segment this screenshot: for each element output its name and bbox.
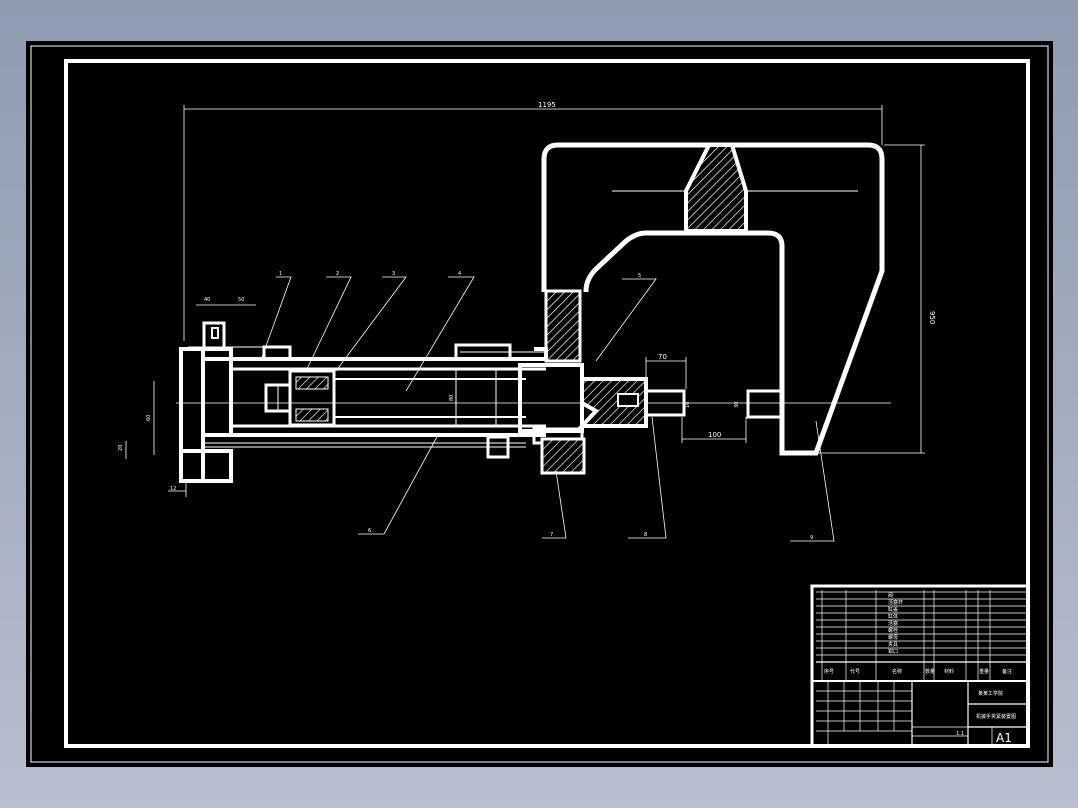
dim-small-8: 80 <box>449 395 455 401</box>
part-list-item: 缸体 <box>888 613 898 620</box>
drawing-sheet: 1195 950 100 70 40 50 60 20 12 16 30 80 … <box>26 41 1053 767</box>
dim-small-4: 20 <box>118 445 124 451</box>
part-label-6: 6 <box>368 528 371 534</box>
part-list-item: 缸盖 <box>888 606 898 613</box>
leader-lines <box>261 276 835 542</box>
dim-height: 950 <box>928 311 936 324</box>
header-cell: 名称 <box>892 668 902 675</box>
part-label-7: 7 <box>550 532 553 538</box>
part-list: 阀 活塞杆 缸盖 缸体 活塞 螺栓 螺母 夹具 钳口 <box>888 592 903 655</box>
school-name: 某某工学院 <box>978 690 1003 697</box>
part-label-2: 2 <box>336 271 339 277</box>
inner-frame <box>64 59 1030 748</box>
part-list-item: 螺母 <box>888 634 898 641</box>
sheet-size: A1 <box>996 731 1012 745</box>
part-list-item: 活塞 <box>888 620 898 627</box>
header-cell: 备注 <box>1002 668 1012 675</box>
dim-small-6: 16 <box>685 402 691 408</box>
outer-frame <box>30 45 1049 763</box>
dim-small-1: 40 <box>204 297 210 303</box>
scale-value: 1:1 <box>956 731 964 737</box>
fixed-jaw-tip <box>746 389 784 419</box>
part-label-3: 3 <box>392 271 395 277</box>
header-cell: 数量 <box>925 668 935 675</box>
dim-overall: 1195 <box>538 101 556 109</box>
cad-drawing: 1195 950 100 70 40 50 60 20 12 16 30 80 … <box>30 45 1049 763</box>
part-list-header: 序号 代号 名称 数量 材料 重量 备注 <box>824 668 1012 675</box>
part-label-1: 1 <box>279 271 282 277</box>
dimensions <box>125 105 925 497</box>
rod-end-slot <box>617 393 639 407</box>
piston-section <box>295 376 329 390</box>
dim-small-7: 30 <box>734 402 740 408</box>
dim-jaw-gap: 100 <box>708 431 721 439</box>
lower-gland <box>540 437 586 475</box>
part-list-item: 阀 <box>888 592 893 599</box>
part-list-item: 活塞杆 <box>888 599 903 606</box>
part-list-item: 螺栓 <box>888 627 898 634</box>
header-cell: 代号 <box>850 668 860 675</box>
dim-small-3: 60 <box>146 415 152 421</box>
part-list-item: 夹具 <box>888 641 898 648</box>
dim-rod: 70 <box>658 353 667 361</box>
title-block <box>810 584 1030 748</box>
header-cell: 材料 <box>944 668 954 675</box>
part-list-item: 钳口 <box>888 648 898 655</box>
upper-jaw <box>684 143 748 233</box>
header-cell: 重量 <box>979 668 989 675</box>
cylinder <box>176 321 891 483</box>
moving-jaw <box>644 389 686 417</box>
dim-small-2: 50 <box>238 297 244 303</box>
drawing-name: 机械手夹紧装置图 <box>976 713 1016 720</box>
dim-small-5: 12 <box>170 486 176 492</box>
frame-mount <box>544 289 582 363</box>
header-cell: 序号 <box>824 668 834 675</box>
piston-section-lower <box>295 408 329 422</box>
part-label-9: 9 <box>810 535 813 541</box>
part-label-5: 5 <box>638 273 641 279</box>
part-label-4: 4 <box>458 271 461 277</box>
part-label-8: 8 <box>644 532 647 538</box>
